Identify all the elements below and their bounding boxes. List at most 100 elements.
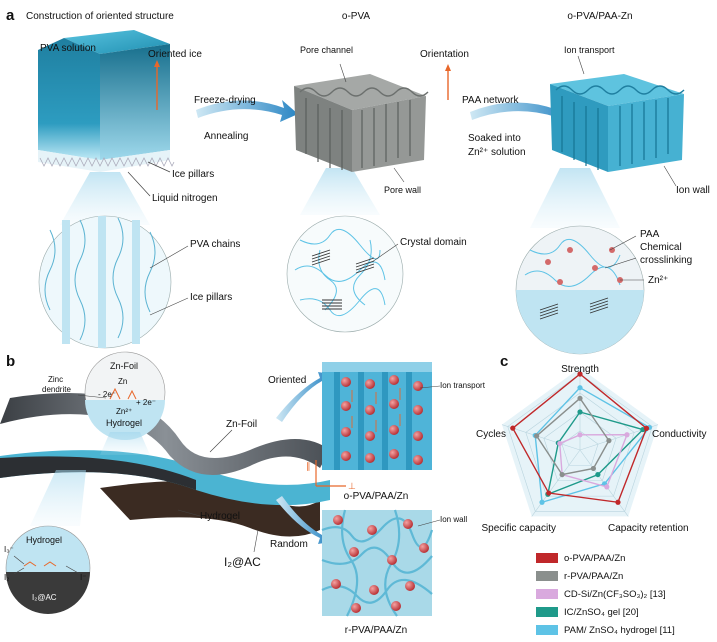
radar-data-point: [559, 471, 565, 478]
radar-chart: [501, 367, 659, 517]
radar-data-point: [606, 438, 612, 444]
oriented-structure-box: [322, 362, 441, 470]
legend-swatch: [536, 553, 558, 563]
radar-grid-ring: [543, 411, 617, 482]
oriented-ice-label: Oriented ice: [148, 49, 202, 60]
ion-wall-label-b: Ion wall: [440, 515, 468, 524]
radar-series-line: [511, 373, 648, 504]
pva-solution-label: PVA solution: [40, 43, 96, 54]
perpendicular-symbol: ⊥: [348, 481, 356, 491]
radar-data-point: [577, 385, 583, 391]
process-arrow-2: [470, 102, 572, 124]
radar-data-point: [577, 409, 583, 415]
radar-data-point: [546, 490, 552, 496]
radar-series-line: [559, 434, 629, 488]
paa-zn-inset: [515, 225, 645, 355]
zn-foil-layer: [0, 393, 330, 475]
ion-transport-label-b: Ion transport: [440, 381, 485, 390]
hydrogel-inset-label: Hydrogel: [106, 418, 143, 428]
ion-transport-label-a: Ion transport: [564, 45, 615, 55]
radar-data-point: [643, 425, 650, 431]
zinc-label: Zinc: [48, 375, 64, 384]
i-minus-label: I⁻: [80, 573, 87, 582]
radar-data-point: [577, 432, 583, 438]
hydrogel-inset2-label: Hydrogel: [26, 535, 63, 545]
legend-label: IC/ZnSO₄ gel [20]: [564, 607, 639, 618]
legend-label: CD-Si/Zn(CF₃SO₃)₂ [13]: [564, 589, 666, 600]
pva-chains-inset: [38, 215, 189, 349]
panel-c-letter: c: [500, 353, 509, 370]
radar-data-point: [615, 499, 621, 505]
legend-label: r-PVA/PAA/Zn: [564, 571, 624, 582]
paa-label: PAA: [640, 229, 660, 240]
legend-swatch: [536, 571, 558, 581]
axis-label-cycles: Cycles: [475, 429, 506, 440]
dendrite-label: dendrite: [42, 385, 71, 394]
orientation-label: Orientation: [420, 49, 469, 60]
legend-swatch: [536, 607, 558, 617]
oriented-label: Oriented: [268, 375, 307, 386]
ice-pillars-inset-label: Ice pillars: [190, 292, 233, 303]
o-pva-paa-zn-title: o-PVA/PAA-Zn: [567, 11, 633, 22]
axis-label-strength: Strength: [561, 364, 599, 375]
soaked-line2: Zn²⁺ solution: [468, 147, 526, 158]
pva-chains-label: PVA chains: [190, 239, 241, 250]
crystal-domain-label: Crystal domain: [400, 237, 467, 248]
o-pva-paa-zn-caption: o-PVA/PAA/Zn: [343, 491, 409, 502]
oriented-arrow: [276, 372, 330, 422]
iodine-cathode-inset: [5, 525, 91, 614]
zn-foil-label: Zn-Foil: [226, 419, 258, 430]
legend-item: CD-Si/Zn(CF₃SO₃)₂ [13]: [536, 588, 706, 601]
panel-a-heading: Construction of oriented structure: [26, 11, 174, 22]
legend-label: o-PVA/PAA/Zn: [564, 553, 626, 564]
legend-item: o-PVA/PAA/Zn: [536, 552, 706, 565]
random-structure-box: [321, 509, 441, 617]
radar-data-point: [557, 440, 563, 447]
radar-series-line: [546, 411, 645, 496]
liquid-nitrogen-label: Liquid nitrogen: [152, 193, 218, 204]
paa-network-label: PAA network: [462, 95, 519, 106]
ion-wall-label-a: Ion wall: [676, 185, 710, 196]
crystal-domain-inset: [286, 215, 404, 333]
r-pva-paa-zn-caption: r-PVA/PAA/Zn: [344, 625, 408, 636]
radar-axis-line: [531, 449, 581, 517]
chemical-label: Chemical: [640, 242, 682, 253]
random-label: Random: [270, 539, 308, 550]
radar-data-point: [577, 395, 583, 401]
legend-item: r-PVA/PAA/Zn: [536, 570, 706, 583]
zn2-label-b: Zn²⁺: [116, 407, 133, 416]
axis-label-capacity-retention: Capacity retention: [608, 523, 689, 534]
soaked-line1: Soaked into: [468, 133, 521, 144]
radar-grid-ring: [525, 392, 635, 497]
annealing-label: Annealing: [204, 131, 249, 142]
o-pva-paa-zn-structure: [550, 74, 685, 172]
radar-data-point: [577, 371, 583, 377]
zn-foil-inset-label: Zn-Foil: [110, 361, 139, 371]
zn-label: Zn: [118, 377, 128, 386]
zn-dendrite-inset: [77, 351, 166, 440]
pore-channel-label: Pore channel: [300, 45, 354, 55]
radar-grid-ring: [507, 373, 653, 512]
o-pva-porous-structure: [294, 74, 429, 172]
legend-label: PAM/ ZnSO₄ hydrogel [11]: [564, 625, 675, 636]
pore-wall-label: Pore wall: [384, 185, 422, 195]
ice-pillars-label: Ice pillars: [172, 169, 215, 180]
radar-data-point: [510, 425, 516, 431]
legend-swatch: [536, 625, 558, 635]
process-arrow-1: [196, 100, 298, 122]
cathode-layer: [100, 480, 320, 537]
minus-2e-label: - 2e⁻: [98, 390, 117, 399]
legend-swatch: [536, 589, 558, 599]
plus-2e-label: + 2e⁻: [136, 398, 157, 407]
legend-item: IC/ZnSO₄ gel [20]: [536, 606, 706, 619]
i2-label: I₂: [4, 573, 10, 582]
zn2-label-a: Zn²⁺: [648, 275, 669, 286]
radar-data-point: [595, 471, 601, 478]
legend-item: PAM/ ZnSO₄ hydrogel [11]: [536, 624, 706, 637]
axis-label-specific-capacity: Specific capacity: [481, 523, 556, 534]
axis-label-conductivity: Conductivity: [652, 429, 707, 440]
hydrogel-label: Hydrogel: [200, 511, 241, 522]
radar-data-point: [624, 432, 630, 438]
i3-label: I₃⁻: [4, 545, 14, 554]
